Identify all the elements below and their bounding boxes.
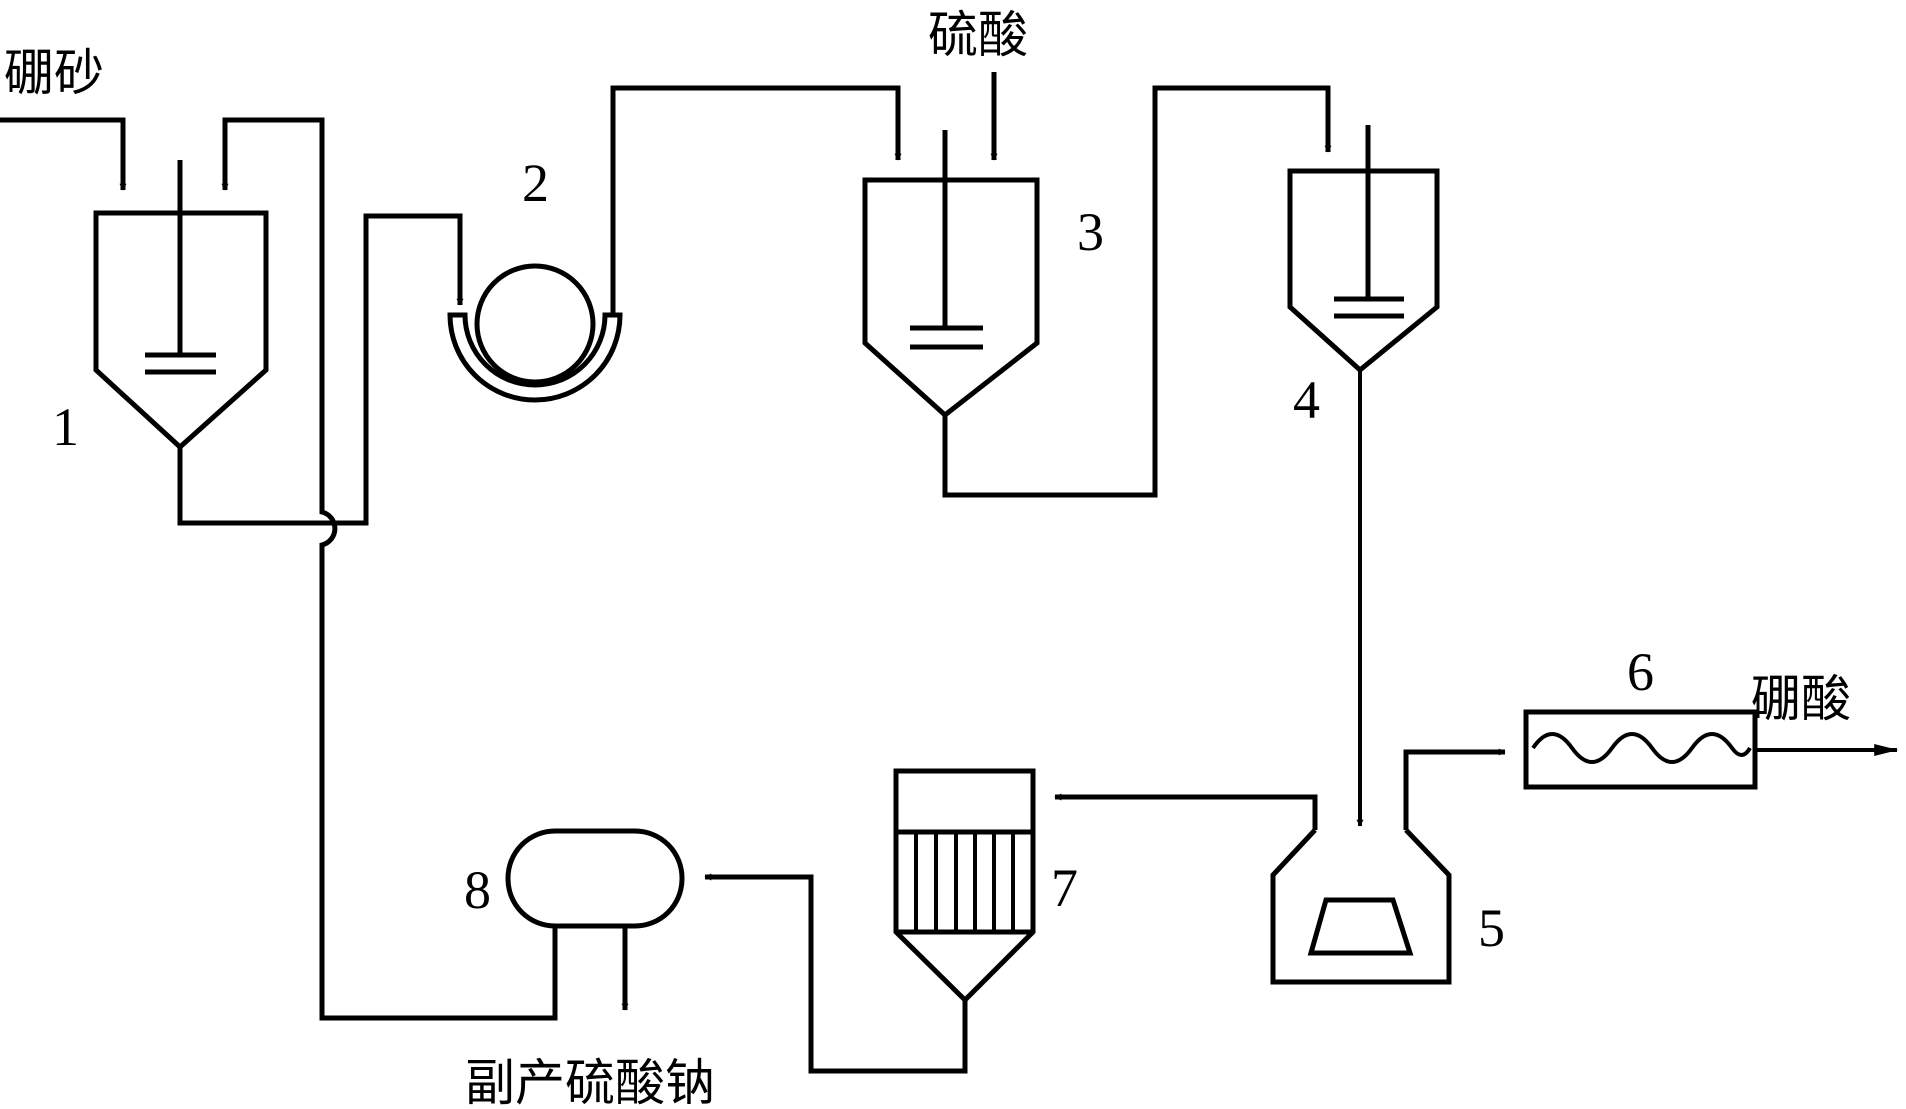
pipes xyxy=(0,72,1899,1074)
evaporator-7 xyxy=(893,768,1036,1004)
unit-number-7: 7 xyxy=(1051,858,1078,918)
filter-2 xyxy=(447,263,623,403)
sulfuric-acid-label: 硫酸 xyxy=(928,6,1028,64)
boric-acid-label: 硼酸 xyxy=(1751,670,1851,728)
unit-number-5: 5 xyxy=(1478,898,1505,958)
tank-3 xyxy=(862,130,1040,419)
tank-1 xyxy=(93,160,269,451)
dryer-6 xyxy=(1523,709,1758,790)
unit-number-2: 2 xyxy=(522,153,549,213)
vessel-8 xyxy=(505,828,685,929)
unit-number-8: 8 xyxy=(464,860,491,920)
unit-number-6: 6 xyxy=(1627,642,1654,702)
tank-4 xyxy=(1287,125,1440,374)
unit-number-1: 1 xyxy=(52,397,79,457)
unit-number-4: 4 xyxy=(1293,370,1320,430)
byproduct-label: 副产硫酸钠 xyxy=(465,1054,715,1109)
unit-number-3: 3 xyxy=(1077,202,1104,262)
centrifuge-5 xyxy=(1270,828,1452,985)
borax-label: 硼砂 xyxy=(4,44,104,102)
